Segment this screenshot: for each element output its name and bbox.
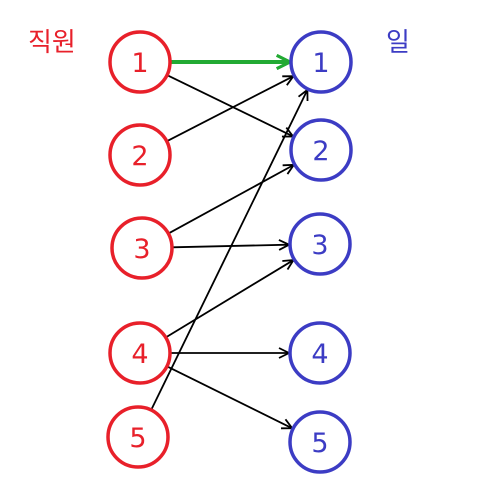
edge-1-to-2	[166, 74, 293, 136]
nodes-layer: 1 2 3 4 5 1 2 3 4 5	[106, 30, 353, 474]
right-node-2: 2	[289, 118, 353, 182]
right-node-circle	[289, 30, 353, 94]
edge-2-to-1	[166, 76, 294, 143]
right-node-label: 1	[312, 48, 329, 79]
left-node-circle	[108, 123, 172, 187]
left-node-4: 4	[108, 321, 172, 385]
edges-layer	[150, 62, 307, 428]
right-node-label: 4	[311, 339, 328, 370]
left-node-label: 4	[131, 339, 148, 370]
edge-5-to-1	[150, 90, 307, 411]
right-node-circle	[288, 321, 352, 385]
right-node-label: 2	[312, 136, 329, 167]
right-node-5: 5	[288, 410, 352, 474]
edge-4-to-5	[166, 365, 292, 428]
left-node-3: 3	[110, 216, 174, 280]
left-header-label: 직원	[28, 28, 76, 58]
left-node-label: 2	[131, 141, 148, 172]
left-node-2: 2	[108, 123, 172, 187]
right-node-label: 5	[311, 428, 328, 459]
left-node-label: 3	[133, 234, 150, 265]
right-node-circle	[289, 118, 353, 182]
right-header-label: 일	[386, 28, 410, 58]
edge-3-to-2	[167, 165, 293, 235]
right-node-4: 4	[288, 321, 352, 385]
edge-4-to-3	[165, 260, 294, 339]
left-node-circle	[108, 321, 172, 385]
left-node-label: 5	[129, 423, 146, 454]
left-node-5: 5	[106, 405, 170, 469]
right-node-circle	[288, 410, 352, 474]
left-node-label: 1	[131, 48, 148, 79]
left-node-1: 1	[108, 30, 172, 94]
left-node-circle	[108, 30, 172, 94]
right-node-1: 1	[289, 30, 353, 94]
left-node-circle	[106, 405, 170, 469]
right-node-label: 3	[311, 230, 328, 261]
right-node-3: 3	[288, 212, 352, 276]
right-node-circle	[288, 212, 352, 276]
left-node-circle	[110, 216, 174, 280]
